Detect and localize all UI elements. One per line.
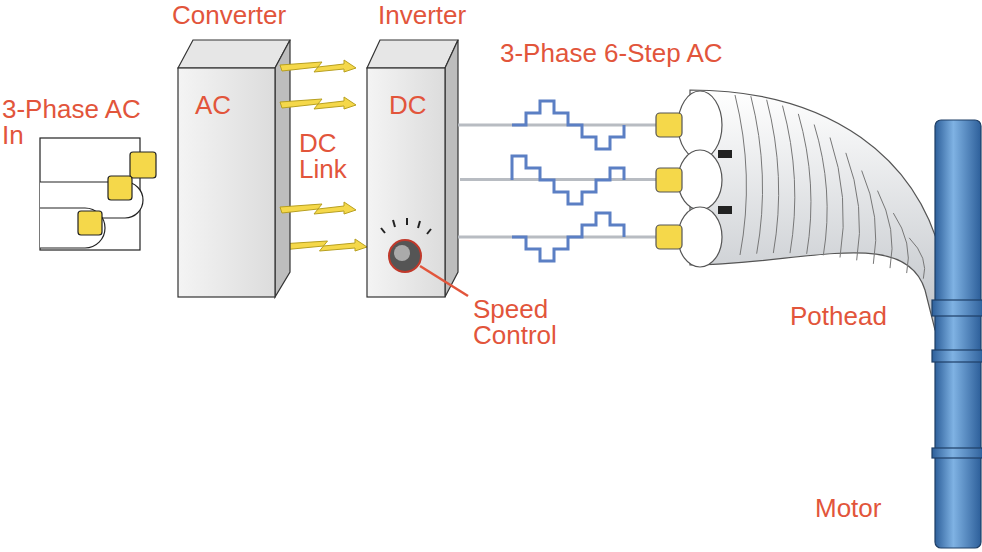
part-label: 3-Phase AC In — [2, 96, 152, 148]
diagram-node: ConverterAC — [178, 68, 275, 297]
node-label: AC — [195, 92, 231, 118]
part-label: Speed Control — [473, 296, 593, 348]
six-step-wave — [512, 156, 624, 204]
dc-link-bolt — [280, 97, 356, 109]
connector-label: 3-Phase 6-Step AC — [500, 40, 760, 66]
output-wires — [458, 125, 662, 237]
node-heading: Converter — [172, 2, 286, 28]
motor-pipe — [932, 120, 982, 548]
six-step-waveforms — [512, 101, 624, 261]
node-label: DC — [389, 92, 427, 118]
cable-wrap — [735, 95, 746, 255]
cable-wrap — [798, 114, 811, 254]
node-heading: Inverter — [378, 2, 466, 28]
converter-box — [178, 40, 290, 297]
cable-wrap — [814, 125, 827, 256]
cable-wrap — [751, 96, 763, 254]
dc-link-bolt — [280, 202, 356, 214]
node-label: Motor — [815, 495, 881, 521]
cable-wrap — [830, 138, 843, 258]
dc-link-bolt — [280, 60, 356, 72]
cable-wrap — [878, 191, 893, 269]
cable-wrap — [862, 171, 876, 264]
cable-wrap — [893, 213, 908, 273]
connector-label: DC Link — [299, 130, 369, 182]
six-step-wave — [512, 213, 624, 261]
cable-wrap — [846, 153, 860, 261]
inverter-box — [367, 40, 468, 297]
power-cable — [656, 90, 948, 330]
diagram-node: InverterDC — [367, 68, 445, 297]
dc-link-bolt — [280, 239, 367, 251]
cable-wrap — [783, 106, 795, 254]
input-cables — [40, 138, 156, 250]
diagram-node: Motor — [935, 120, 981, 548]
cable-wrap — [767, 100, 779, 253]
six-step-wave — [512, 101, 624, 149]
part-label: Pothead — [790, 303, 920, 329]
cable-wrap — [909, 238, 924, 279]
connector — [280, 239, 367, 251]
